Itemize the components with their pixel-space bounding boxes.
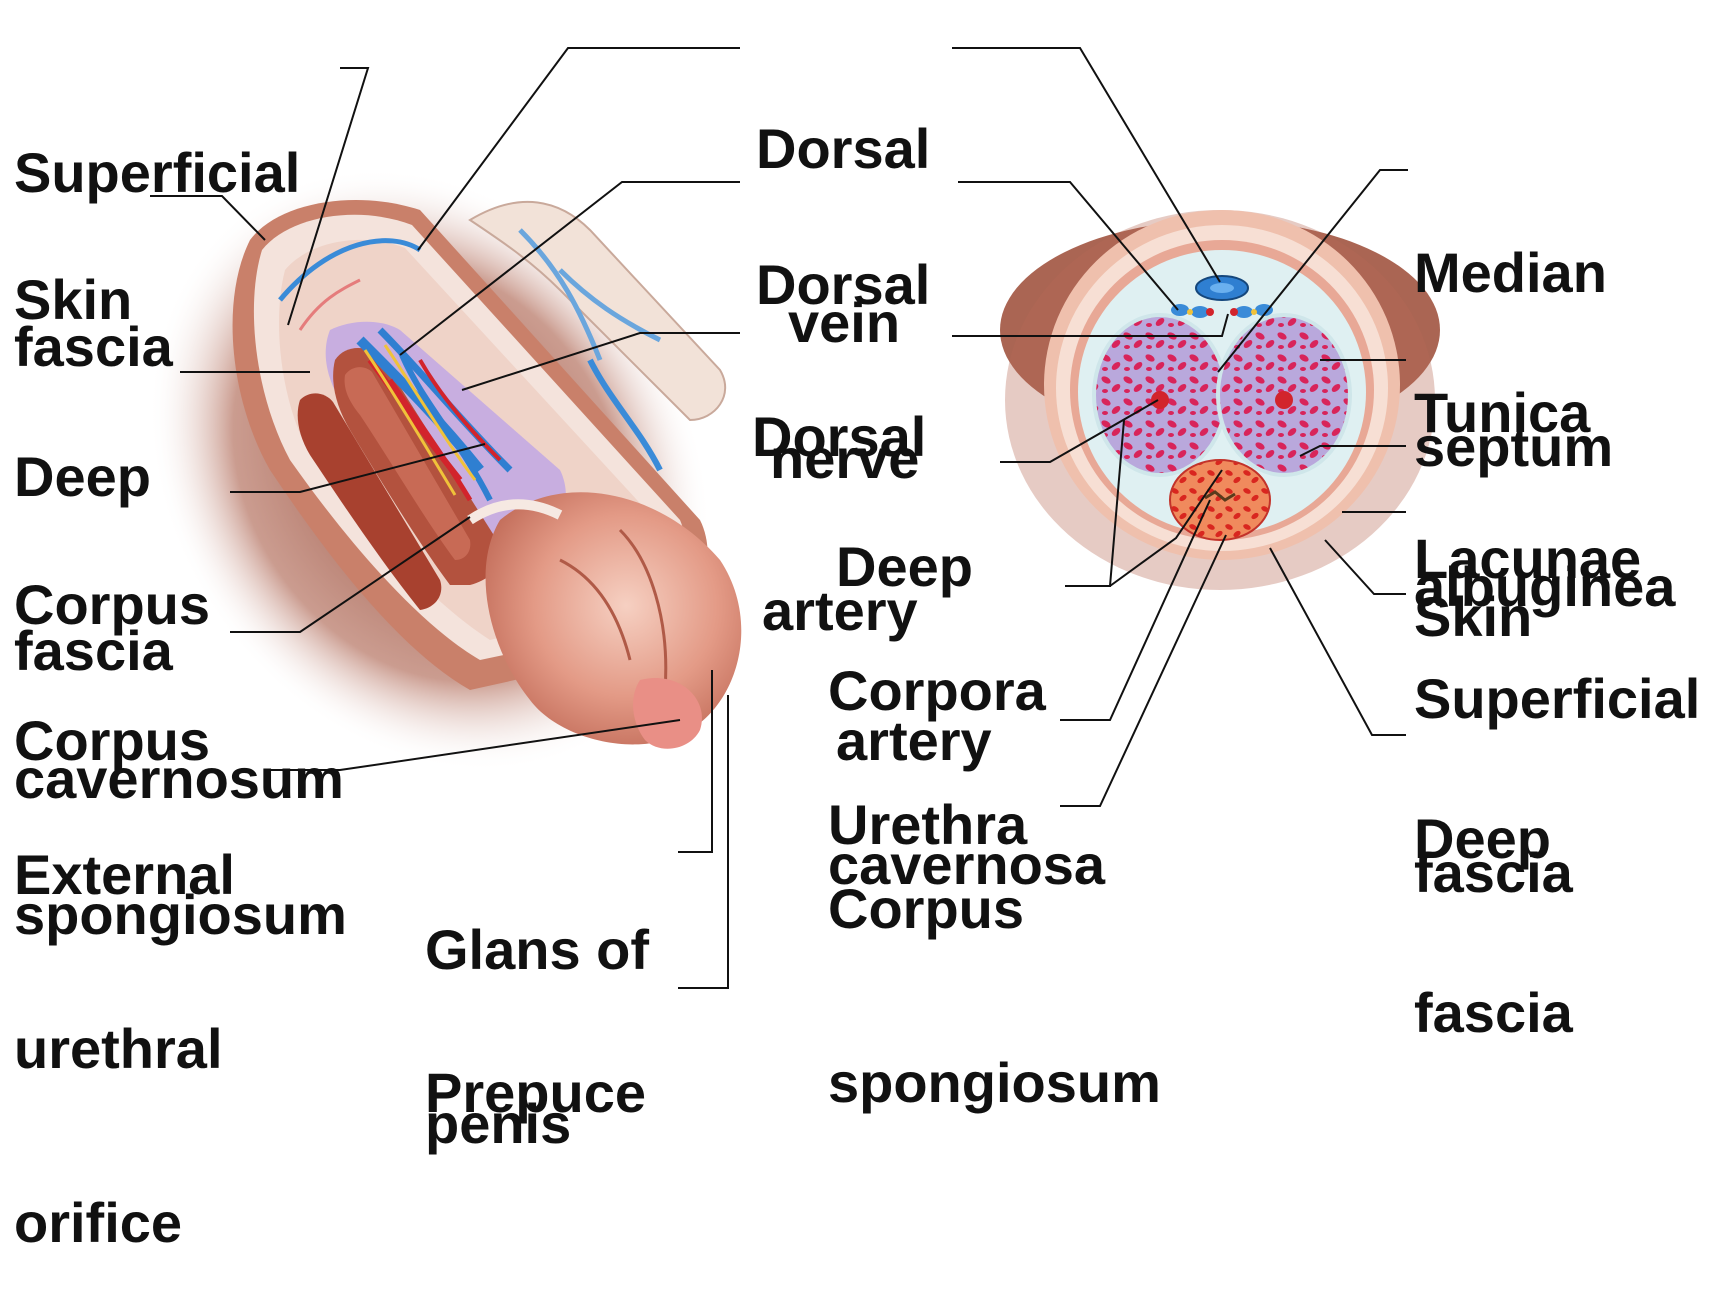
label-external-urethral-orifice: External urethral orifice xyxy=(14,730,235,1310)
label-prepuce: Prepuce xyxy=(425,948,646,1180)
right-deep-artery xyxy=(1275,391,1293,409)
left-deep-artery xyxy=(1151,391,1169,409)
cross-dorsal-nerve xyxy=(1187,309,1193,315)
label-deep-fascia-right: Deep fascia xyxy=(1414,694,1573,1100)
anatomy-diagram: Superficial fascia Skin Deep fascia Corp… xyxy=(0,0,1735,1005)
label-corpus-spongiosum-right: Corpus spongiosum xyxy=(828,764,1161,1170)
cross-dorsal-artery xyxy=(1206,308,1214,316)
cross-section-view xyxy=(1000,210,1440,590)
